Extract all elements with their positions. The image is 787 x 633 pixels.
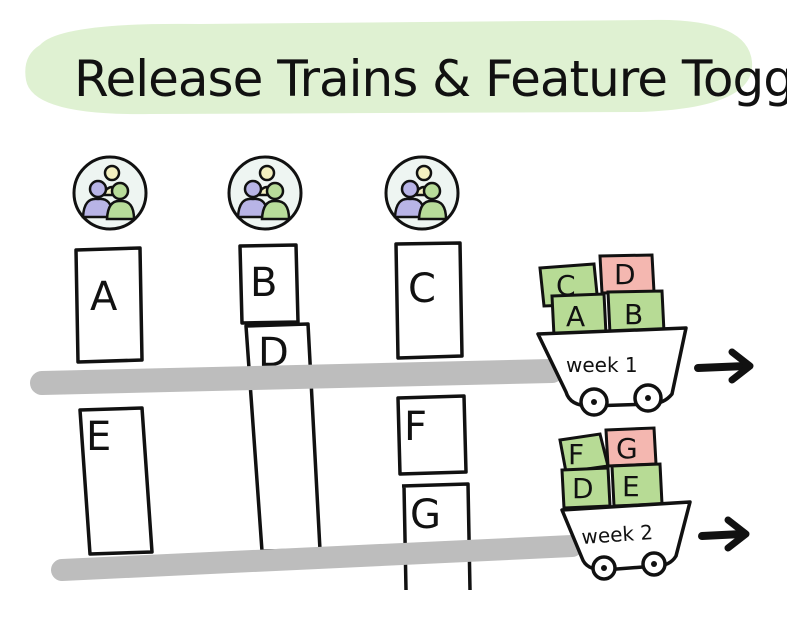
arrow-right-icon xyxy=(698,516,750,552)
release-train-week-1: C D A B week 1 xyxy=(536,253,754,417)
train-1-block-b: B xyxy=(624,298,643,331)
cargo-block-g: G xyxy=(604,426,658,468)
train-2-block-e: E xyxy=(622,470,640,503)
feature-label-f: F xyxy=(404,404,427,450)
feature-card-f: F xyxy=(396,394,468,476)
feature-label-g: G xyxy=(410,492,441,538)
team-icon-3 xyxy=(384,155,460,231)
title-banner: Release Trains & Feature Toggles xyxy=(25,19,787,115)
arrow-right-icon xyxy=(694,348,754,384)
train-1-block-a: A xyxy=(566,300,585,333)
release-train-week-2: F G D E week 2 xyxy=(558,426,750,581)
title-text: Release Trains & Feature Toggles xyxy=(74,50,787,108)
train-2-block-f: F xyxy=(568,438,584,471)
feature-card-c: C xyxy=(394,241,464,360)
train-2-label: week 2 xyxy=(581,520,654,549)
train-2-block-g: G xyxy=(616,432,638,465)
feature-label-e: E xyxy=(86,414,111,460)
feature-label-a: A xyxy=(90,274,118,320)
feature-card-b: B xyxy=(238,243,300,325)
cargo-block-a: A xyxy=(550,292,608,338)
feature-label-b: B xyxy=(250,260,277,306)
cargo-block-d2: D xyxy=(560,466,612,510)
team-icon-1 xyxy=(72,155,148,231)
feature-label-c: C xyxy=(408,266,436,312)
train-1-label: week 1 xyxy=(566,353,638,377)
feature-card-e: E xyxy=(78,406,154,556)
cargo-block-d: D xyxy=(598,253,656,295)
team-icon-2 xyxy=(227,155,303,231)
release-rail-2 xyxy=(51,535,583,581)
feature-card-g: G xyxy=(401,482,472,591)
train-1-block-d: D xyxy=(614,258,636,291)
title-background xyxy=(25,19,753,115)
feature-card-d: D xyxy=(244,322,322,553)
cargo-block-e: E xyxy=(610,462,664,508)
feature-card-a: A xyxy=(74,246,144,364)
train-2-block-d: D xyxy=(572,472,594,505)
cargo-block-f: F xyxy=(558,432,610,474)
release-rail-1 xyxy=(30,359,564,395)
train-1-block-c: C xyxy=(556,269,576,302)
